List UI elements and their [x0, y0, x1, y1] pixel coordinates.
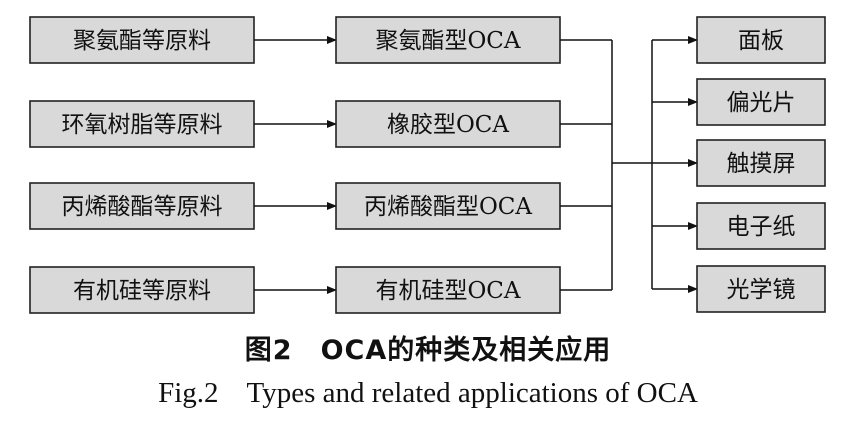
- application-node-touchscreen: 触摸屏: [696, 139, 826, 187]
- application-label: 触摸屏: [727, 151, 796, 177]
- figure-caption-en: Fig.2 Types and related applications of O…: [0, 377, 856, 410]
- application-node-epaper: 电子纸: [696, 202, 826, 250]
- type-label: 丙烯酸酯型OCA: [364, 194, 532, 220]
- type-label: 聚氨酯型OCA: [375, 28, 520, 54]
- figure-number-en: Fig.2: [158, 377, 219, 409]
- figure-title-cn: OCA的种类及相关应用: [320, 335, 612, 366]
- type-label: 有机硅型OCA: [375, 278, 520, 304]
- application-label: 偏光片: [727, 90, 796, 116]
- application-label: 光学镜: [727, 277, 796, 303]
- merge-connector: [560, 39, 652, 291]
- application-label: 面板: [738, 28, 784, 54]
- application-label: 电子纸: [727, 214, 796, 240]
- application-node-polarizer: 偏光片: [696, 78, 826, 126]
- figure-title-en: Types and related applications of OCA: [246, 377, 698, 409]
- material-label: 环氧树脂等原料: [62, 112, 223, 138]
- material-label: 有机硅等原料: [73, 278, 211, 304]
- material-node-silicone: 有机硅等原料: [29, 266, 255, 314]
- application-node-panel: 面板: [696, 16, 826, 64]
- material-node-epoxy: 环氧树脂等原料: [29, 100, 255, 148]
- material-label: 丙烯酸酯等原料: [62, 194, 223, 220]
- split-connector: [651, 36, 698, 293]
- type-node-acrylate-oca: 丙烯酸酯型OCA: [335, 182, 561, 230]
- type-label: 橡胶型OCA: [387, 112, 509, 138]
- type-node-rubber-oca: 橡胶型OCA: [335, 100, 561, 148]
- type-node-polyurethane-oca: 聚氨酯型OCA: [335, 16, 561, 64]
- material-node-polyurethane: 聚氨酯等原料: [29, 16, 255, 64]
- material-label: 聚氨酯等原料: [73, 28, 211, 54]
- material-node-acrylate: 丙烯酸酯等原料: [29, 182, 255, 230]
- figure-caption-cn: 图2 OCA的种类及相关应用: [0, 328, 856, 367]
- type-node-silicone-oca: 有机硅型OCA: [335, 266, 561, 314]
- application-node-optical-lens: 光学镜: [696, 265, 826, 313]
- figure-number-cn: 图2: [244, 335, 293, 366]
